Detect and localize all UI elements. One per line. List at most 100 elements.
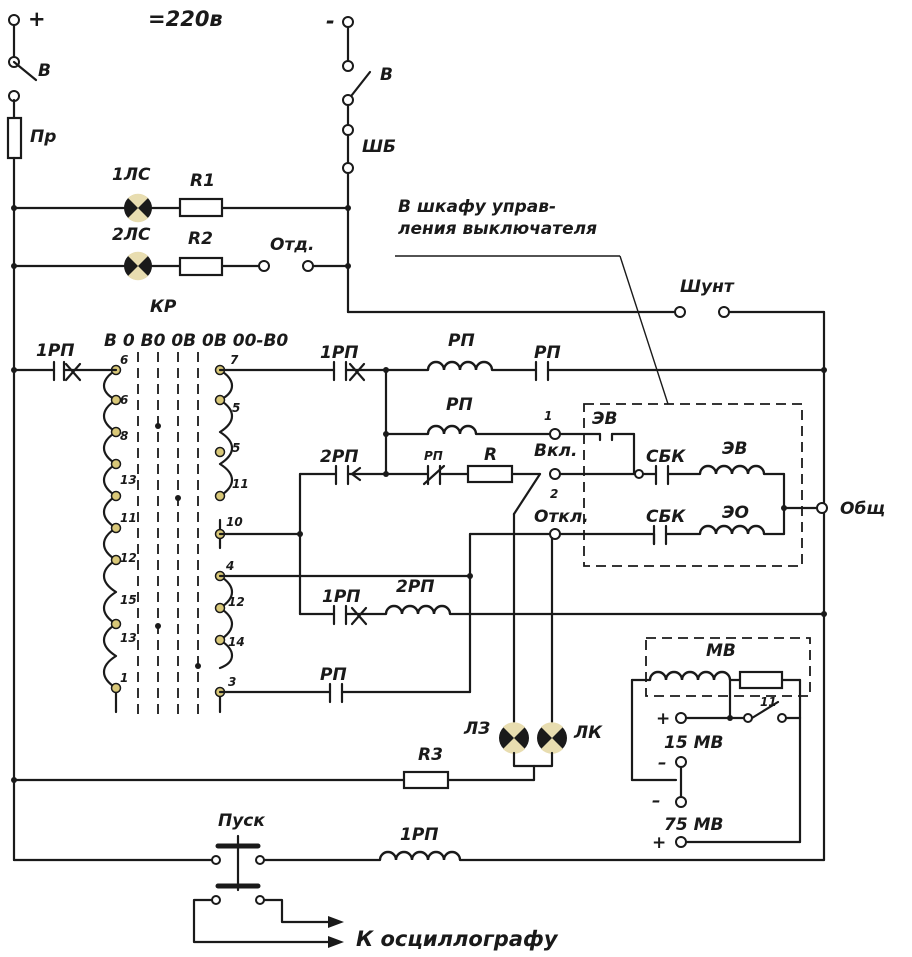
coil-rp-mid [426, 424, 478, 435]
mv-switch-label: 11 [760, 695, 777, 709]
coil-rp-top [426, 360, 494, 371]
resistor-r1 [178, 197, 224, 218]
coil-ev [698, 464, 766, 475]
coil-mv [648, 670, 732, 681]
contact-rp-mid-label: РП [424, 449, 443, 463]
kp-left-pin-1: 6 [120, 353, 128, 367]
minus-label: - [326, 9, 335, 33]
contact-rp-top-label: РП [534, 343, 561, 363]
coil-1rp-bottom-label: 1РП [400, 825, 439, 845]
mv-t2-plus: + [652, 833, 666, 853]
kp-right-pin-7: 12 [228, 595, 245, 609]
coil-eo-label: ЭО [722, 503, 749, 523]
contact-sbk-2-label: СБК [646, 507, 686, 527]
mv-t1-minus: – [658, 753, 667, 773]
resistor-mv [738, 670, 784, 690]
contact-sbk-1 [654, 464, 670, 486]
kp-right-pin-2: 5 [232, 401, 240, 415]
kp-left-pin-5: 11 [120, 511, 137, 525]
node-1-label: 1 [544, 409, 552, 423]
off-node-label: Откл. [534, 507, 589, 527]
voltage-label: =220в [148, 7, 223, 31]
resistor-r2-label: R2 [188, 229, 213, 249]
kp-right-chain [214, 364, 234, 714]
resistor-r3 [402, 770, 450, 790]
mv-t2-minus: – [652, 791, 661, 811]
kp-right-pin-8: 14 [228, 635, 245, 649]
kp-dashed-columns [137, 352, 201, 720]
supply-left [6, 14, 38, 862]
kp-left-pin-8: 13 [120, 631, 137, 645]
kp-right-pin-9: 3 [228, 675, 236, 689]
resistor-r2 [178, 256, 224, 277]
contact-1rp-left-label: 1РП [36, 341, 75, 361]
mv-t1-label: 15 МВ [664, 733, 723, 753]
lamp-lk-label: ЛК [573, 723, 603, 743]
contact-1rp-low-label: 1РП [322, 587, 361, 607]
signal-lamp-lk [537, 722, 567, 754]
resistor-r1-label: R1 [190, 171, 215, 191]
signal-lamp-2ls [124, 251, 152, 281]
lamp-1ls-label: 1ЛС [112, 165, 151, 185]
ev-dashed-box [583, 403, 803, 567]
kp-left-pin-4: 13 [120, 473, 137, 487]
mv-t2-label: 75 МВ [664, 815, 723, 835]
busbar-label: ШБ [362, 137, 396, 157]
coil-ev-label: ЭВ [722, 439, 747, 459]
contact-rp-top [534, 360, 550, 382]
coil-2rp [384, 604, 452, 615]
supply-right [342, 16, 372, 314]
kp-left-pin-9: 1 [120, 671, 128, 685]
kp-title: КР [150, 297, 177, 317]
right-breaker-label: В [380, 65, 393, 85]
start-label: Пуск [218, 811, 265, 831]
mv-title: МВ [706, 641, 736, 661]
start-button [211, 834, 265, 905]
coil-1rp-bottom [378, 850, 462, 861]
kp-right-pin-6: 4 [225, 559, 234, 573]
kp-left-pin-6: 12 [120, 551, 137, 565]
otd-label: Отд. [270, 235, 315, 255]
shunt-label: Шунт [680, 277, 735, 297]
contact-1rp-left [52, 360, 82, 382]
contact-1rp-top-label: 1РП [320, 343, 359, 363]
on-node-label: Вкл. [534, 441, 577, 461]
contact-sbk-1-label: СБК [646, 447, 686, 467]
plus-label: + [28, 7, 46, 31]
mv-t1-plus: + [656, 709, 670, 729]
lamp-lz-label: ЛЗ [463, 719, 490, 739]
oscillograph-label: К осциллографу [356, 927, 559, 951]
coil-eo [698, 524, 766, 535]
ev-box-label: ЭВ [592, 409, 617, 429]
kp-left-chain [102, 364, 122, 714]
kp-left-pin-3: 8 [120, 429, 128, 443]
contact-sbk-2 [652, 524, 668, 546]
kp-header: В 0 В0 0В 0В 00-В0 [104, 331, 288, 351]
contact-rp-low [328, 682, 344, 704]
common-label: Общ [840, 499, 885, 519]
signal-lamp-lz [499, 722, 529, 754]
cabinet-note-line2: ления выключателя [398, 219, 597, 239]
coil-2rp-label: 2РП [396, 577, 435, 597]
cabinet-note-line1: В шкафу управ- [398, 197, 556, 217]
contact-rp-low-label: РП [320, 665, 347, 685]
kp-right-pin-5: 10 [226, 515, 243, 529]
fuse-label: Пр [30, 127, 56, 147]
coil-rp-mid-label: РП [446, 395, 473, 415]
kp-right-pin-1: 7 [230, 353, 239, 367]
kp-left-pin-7: 15 [120, 593, 137, 607]
left-breaker-label: В [38, 61, 51, 81]
kp-right-pin-3: 5 [232, 441, 240, 455]
kp-left-pin-2: 6 [120, 393, 128, 407]
signal-lamp-1ls [124, 193, 152, 223]
node-2-label: 2 [550, 487, 558, 501]
resistor-r [466, 464, 514, 484]
kp-right-pin-4: 11 [232, 477, 249, 491]
resistor-r-label: R [484, 445, 497, 465]
mv-dashed-box [645, 637, 811, 697]
coil-rp-top-label: РП [448, 331, 475, 351]
contact-2rp-label: 2РП [320, 447, 359, 467]
resistor-r3-label: R3 [418, 745, 443, 765]
lamp-2ls-label: 2ЛС [112, 225, 151, 245]
